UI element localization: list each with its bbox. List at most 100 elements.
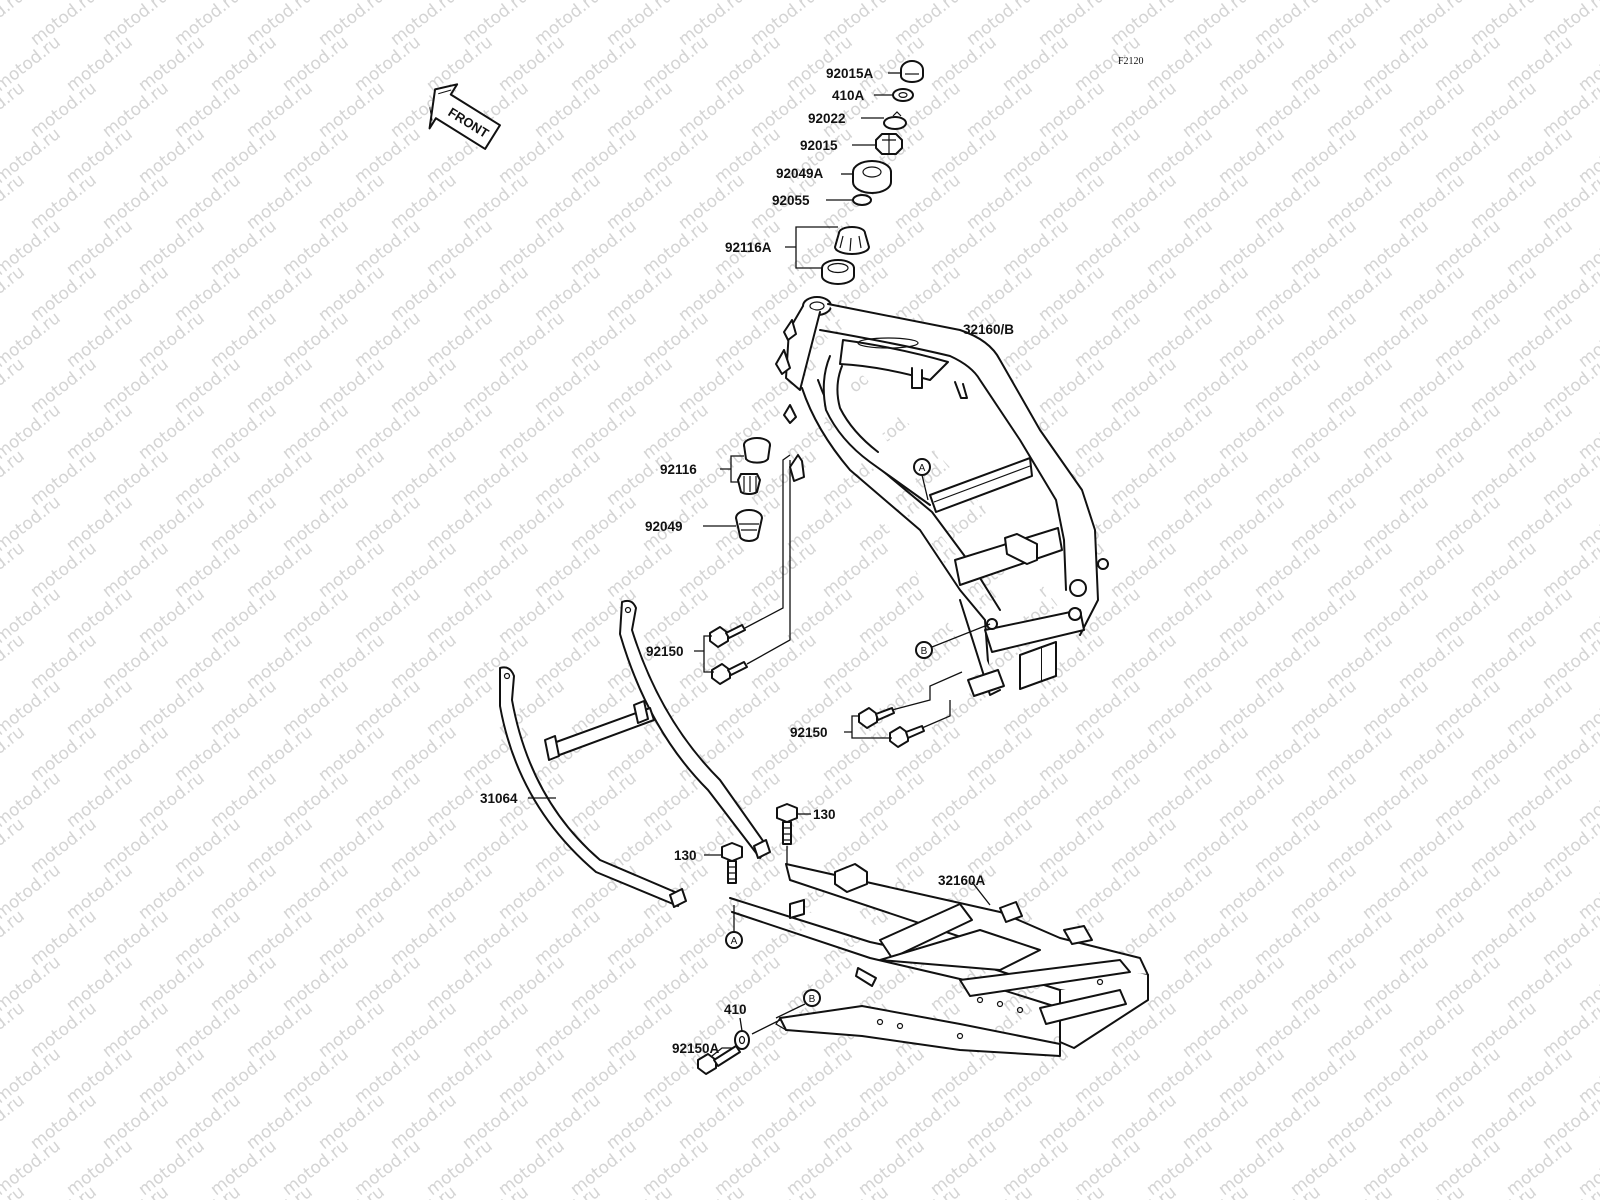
watermark-text: motod.ru xyxy=(1035,78,1109,142)
watermark-text: motod.ru xyxy=(1287,860,1361,924)
watermark-text: motod.ru xyxy=(351,860,425,924)
watermark-text: motod.ru xyxy=(927,216,1001,280)
watermark-text: motod.ru xyxy=(1251,78,1325,142)
watermark-text: motod.ru xyxy=(315,814,389,878)
watermark-text: motod.ru xyxy=(135,124,209,188)
watermark-text: motod.ru xyxy=(135,860,209,924)
watermark-text: motod.ru xyxy=(423,492,497,556)
watermark-text: motod.ru xyxy=(243,814,317,878)
watermark-text: motod.ru xyxy=(1143,400,1217,464)
watermark-text: motod.ru xyxy=(387,446,461,510)
watermark-text: motod.ru xyxy=(1467,998,1541,1062)
watermark-text: motod.ru xyxy=(711,124,785,188)
watermark-text: motod.ru xyxy=(0,78,29,142)
watermark-text: motod.ru xyxy=(1251,630,1325,694)
watermark-text: motod.ru xyxy=(963,722,1037,786)
watermark-text: motod.ru xyxy=(279,584,353,648)
watermark-text: motod.ru xyxy=(639,124,713,188)
watermark-text: motod.ru xyxy=(1431,676,1505,740)
watermark-text: motod.ru xyxy=(1395,1090,1469,1154)
part-label-92116: 92116 xyxy=(660,462,697,477)
watermark-text: motod.ru xyxy=(279,768,353,832)
part-label-92150-top: 92150 xyxy=(646,644,684,659)
watermark-text: motod.ru xyxy=(531,1090,605,1154)
watermark-text: motod.ru xyxy=(999,216,1073,280)
watermark-text: motod.ru xyxy=(27,906,101,970)
watermark-text: motod.ru xyxy=(783,584,857,648)
watermark-text: motod.ru xyxy=(927,1136,1001,1200)
watermark-text: motod.ru xyxy=(315,354,389,418)
svg-text:B: B xyxy=(921,646,928,657)
watermark-text: motod.ru xyxy=(1323,1090,1397,1154)
watermark-text: motod.ru xyxy=(63,400,137,464)
watermark-text: motod.ru xyxy=(171,78,245,142)
watermark-text: motod.ru xyxy=(1323,814,1397,878)
watermark-text: motod.ru xyxy=(567,216,641,280)
part-label-92150A: 92150A xyxy=(672,1041,720,1056)
watermark-text: motod.ru xyxy=(1359,584,1433,648)
watermark-text: motod.ru xyxy=(1287,400,1361,464)
part-label-92049A: 92049A xyxy=(776,166,824,181)
watermark-text: motod.ru xyxy=(387,170,461,234)
watermark-text: motod.ru xyxy=(423,1044,497,1108)
watermark-text: motod.ru xyxy=(351,768,425,832)
watermark-text: motod.ru xyxy=(1287,952,1361,1016)
watermark-text: motod.ru xyxy=(531,354,605,418)
watermark-text: motod.ru xyxy=(1179,78,1253,142)
watermark-text: motod.ru xyxy=(171,446,245,510)
watermark-text: motod.ru xyxy=(639,32,713,96)
watermark-text: motod.ru xyxy=(999,768,1073,832)
watermark-text: motod.ru xyxy=(315,446,389,510)
watermark-text: motod.ru xyxy=(567,492,641,556)
watermark-text: motod.ru xyxy=(927,32,1001,96)
watermark-text: motod.ru xyxy=(1107,1090,1181,1154)
watermark-text: motod.ru xyxy=(279,216,353,280)
watermark-text: motod.ru xyxy=(351,216,425,280)
watermark-text: motod.ru xyxy=(963,78,1037,142)
watermark-text: motod.ru xyxy=(567,768,641,832)
watermark-text: motod.ru xyxy=(279,952,353,1016)
watermark-text: motod.ru xyxy=(1107,170,1181,234)
watermark-text: motod.ru xyxy=(459,906,533,970)
watermark-text: motod.ru xyxy=(639,1136,713,1200)
watermark-text: motod.ru xyxy=(387,998,461,1062)
watermark-text: motod.ru xyxy=(279,400,353,464)
watermark-text: motod.ru xyxy=(639,952,713,1016)
watermark-text: motod.ru xyxy=(1323,262,1397,326)
watermark-text: motod.ru xyxy=(63,860,137,924)
watermark-text: motod.ru xyxy=(1179,262,1253,326)
watermark-text: motod.ru xyxy=(459,170,533,234)
watermark-text: motod.ru xyxy=(1215,584,1289,648)
watermark-text: motod.ru xyxy=(819,538,893,602)
watermark-text: motod.ru xyxy=(1035,814,1109,878)
part-label-130-left: 130 xyxy=(674,848,697,863)
watermark-text: motod.ru xyxy=(963,170,1037,234)
watermark-text: motod.ru xyxy=(135,768,209,832)
watermark-text: motod.ru xyxy=(1251,354,1325,418)
watermark-text: motod.ru xyxy=(315,722,389,786)
bolt-icon xyxy=(776,803,798,845)
watermark-text: motod.ru xyxy=(495,216,569,280)
watermark-text: motod.ru xyxy=(1359,860,1433,924)
watermark-text: motod.ru xyxy=(1107,354,1181,418)
watermark-text: motod.ru xyxy=(1467,630,1541,694)
watermark-text: motod.ru xyxy=(171,538,245,602)
watermark-text: motod.ru xyxy=(0,446,29,510)
watermark-text: motod.ru xyxy=(207,400,281,464)
watermark-text: motod.ru xyxy=(1467,814,1541,878)
watermark-text: motod.ru xyxy=(423,860,497,924)
watermark-text: motod.ru xyxy=(1143,216,1217,280)
diagram-code: F2120 xyxy=(1118,56,1144,67)
watermark-text: motod.ru xyxy=(603,262,677,326)
watermark-text: motod.ru xyxy=(351,676,425,740)
watermark-text: motod.ru xyxy=(423,676,497,740)
watermark-text: motod.ru xyxy=(1035,262,1109,326)
watermark-text: motod.ru xyxy=(459,354,533,418)
watermark-text: motod.ru xyxy=(783,1044,857,1108)
watermark-text: motod.ru xyxy=(1179,722,1253,786)
bolt-icon xyxy=(697,1045,741,1075)
watermark-text: motod.ru xyxy=(1395,170,1469,234)
watermark-text: motod.ru xyxy=(675,538,749,602)
watermark-text: motod.ru xyxy=(1359,1136,1433,1200)
